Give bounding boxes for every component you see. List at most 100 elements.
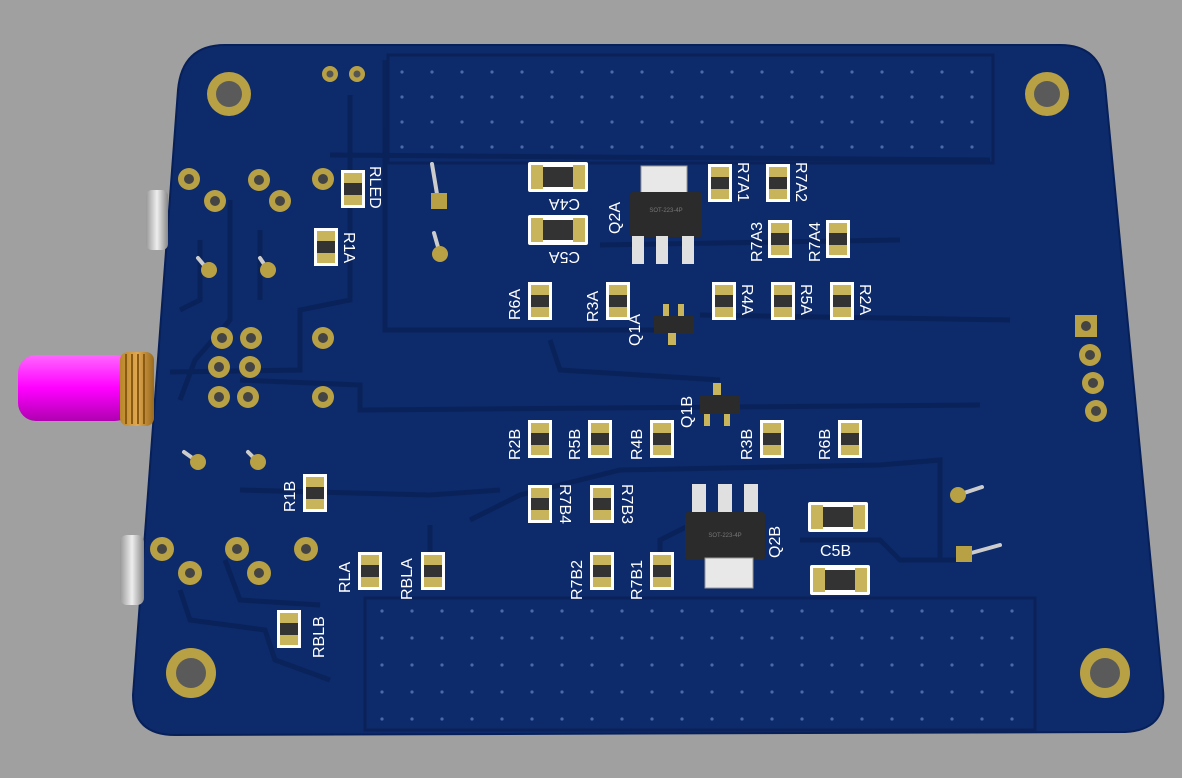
label-r1b: R1B xyxy=(282,481,299,512)
header-pin xyxy=(1010,717,1014,721)
header-pin xyxy=(490,145,494,149)
header-pin xyxy=(680,609,684,613)
label-r3a: R3A xyxy=(585,291,602,322)
header-pin xyxy=(730,70,734,74)
header-pin xyxy=(670,70,674,74)
header-pin xyxy=(560,636,564,640)
header-pin xyxy=(460,70,464,74)
header-pin xyxy=(590,663,594,667)
header-pin xyxy=(520,145,524,149)
header-pin xyxy=(770,690,774,694)
header-pin xyxy=(710,717,714,721)
header-pin xyxy=(980,717,984,721)
header-pin xyxy=(500,690,504,694)
resistor-r7a4 xyxy=(826,220,850,258)
header-pin xyxy=(580,120,584,124)
header-pin xyxy=(790,145,794,149)
label-r7a2: R7A2 xyxy=(792,162,809,202)
header-pin xyxy=(620,609,624,613)
header-pin xyxy=(400,95,404,99)
header-pin xyxy=(760,120,764,124)
header-pin xyxy=(860,636,864,640)
header-pin xyxy=(950,636,954,640)
header-pin xyxy=(620,663,624,667)
header-pin xyxy=(800,636,804,640)
header-pin xyxy=(860,609,864,613)
header-pin xyxy=(520,120,524,124)
resistor-rblb xyxy=(277,610,301,648)
label-r6b: R6B xyxy=(817,429,834,460)
header-pin xyxy=(520,95,524,99)
header-pin xyxy=(670,120,674,124)
header-pin xyxy=(430,95,434,99)
resistor-r3a xyxy=(606,282,630,320)
q2b-marking: SOT-223-4P xyxy=(708,533,741,539)
header-pin xyxy=(910,120,914,124)
header-pin xyxy=(410,609,414,613)
header-pin xyxy=(920,609,924,613)
header-pin xyxy=(620,717,624,721)
header-pin xyxy=(860,690,864,694)
header-pin xyxy=(590,717,594,721)
label-r7b2: R7B2 xyxy=(569,560,586,600)
header-pin xyxy=(980,609,984,613)
header-pin xyxy=(530,690,534,694)
header-pin xyxy=(880,95,884,99)
header-pin xyxy=(800,609,804,613)
label-c5a: C5A xyxy=(549,248,580,265)
header-pin xyxy=(460,120,464,124)
resistor-r2b xyxy=(528,420,552,458)
resistor-r7b2 xyxy=(590,552,614,590)
resistor-rbla xyxy=(421,552,445,590)
header-pin xyxy=(590,636,594,640)
header-pin xyxy=(920,717,924,721)
header-pin xyxy=(880,120,884,124)
vias xyxy=(322,66,365,82)
header-pin xyxy=(790,120,794,124)
header-pin xyxy=(820,145,824,149)
header-pin xyxy=(590,609,594,613)
q1b-transistor xyxy=(700,383,740,426)
header-pin xyxy=(430,70,434,74)
header-pin xyxy=(890,636,894,640)
header-pin xyxy=(580,70,584,74)
capacitor-c5b xyxy=(810,565,870,595)
label-q2a: Q2A xyxy=(607,202,624,234)
resistor-r1a xyxy=(314,228,338,266)
label-rbla: RBLA xyxy=(399,558,416,600)
header-pin xyxy=(610,145,614,149)
header-pin xyxy=(740,690,744,694)
header-pin xyxy=(440,636,444,640)
header-pin xyxy=(620,636,624,640)
header-pin xyxy=(910,70,914,74)
label-r2a: R2A xyxy=(856,284,873,315)
header-pin xyxy=(880,70,884,74)
header-pin xyxy=(440,690,444,694)
header-pin xyxy=(940,95,944,99)
header-pin xyxy=(710,663,714,667)
header-pin xyxy=(470,717,474,721)
header-pin xyxy=(560,609,564,613)
header-pin xyxy=(970,120,974,124)
label-r7a1: R7A1 xyxy=(734,162,751,202)
header-pin xyxy=(380,717,384,721)
label-r5a: R5A xyxy=(797,284,814,315)
q2b-regulator: SOT-223-4P xyxy=(685,484,765,589)
label-r4b: R4B xyxy=(629,429,646,460)
header-pin xyxy=(380,690,384,694)
label-r7b1: R7B1 xyxy=(629,560,646,600)
header-pin xyxy=(400,120,404,124)
header-pin xyxy=(500,636,504,640)
header-pin xyxy=(970,95,974,99)
header-pin xyxy=(500,609,504,613)
header-pin xyxy=(670,95,674,99)
header-pin xyxy=(650,717,654,721)
header-pin xyxy=(470,636,474,640)
header-pin xyxy=(700,95,704,99)
header-pin xyxy=(640,120,644,124)
header-pin xyxy=(550,95,554,99)
header-pin xyxy=(770,609,774,613)
header-pin xyxy=(550,120,554,124)
header-pin xyxy=(400,145,404,149)
